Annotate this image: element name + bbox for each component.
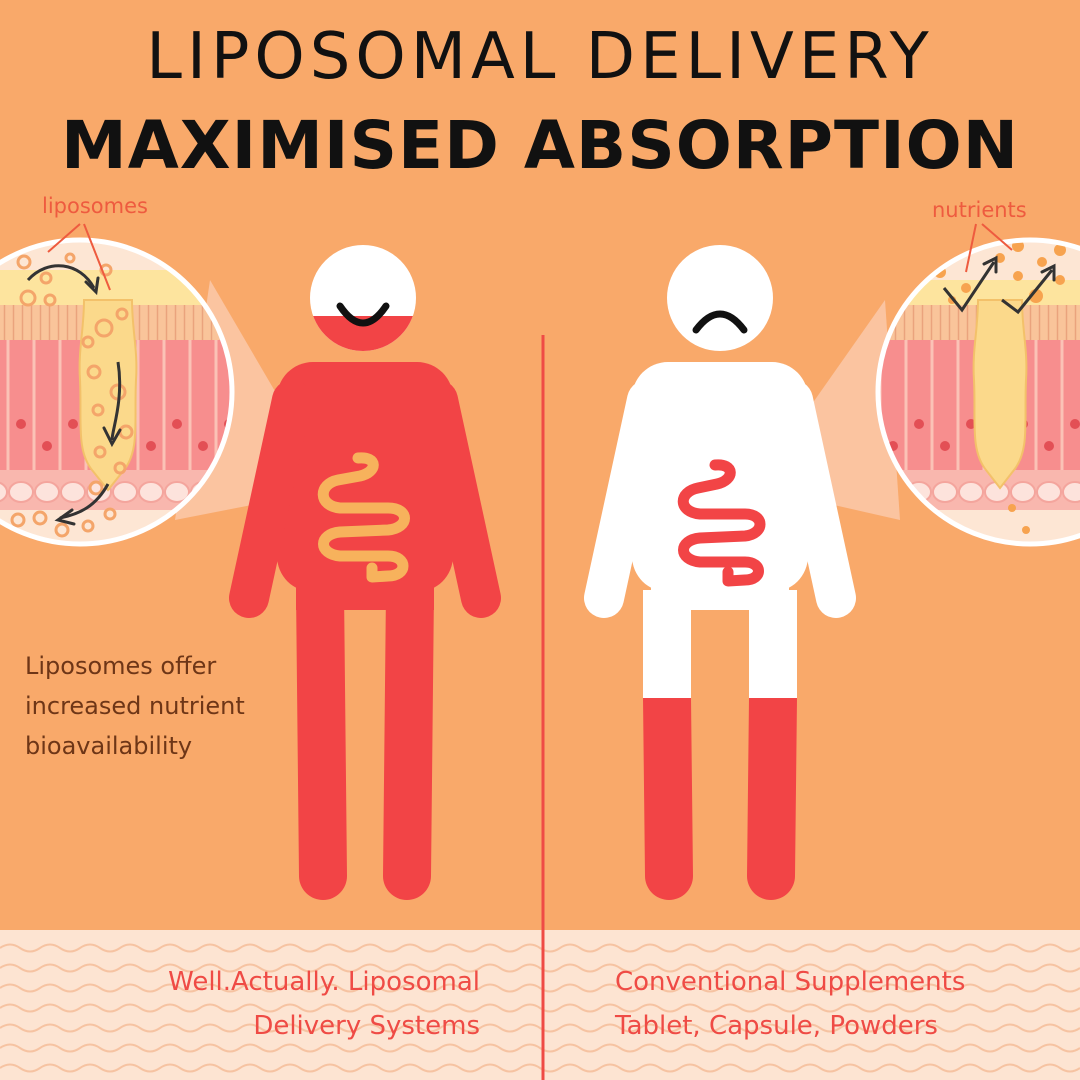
smile-icon	[336, 302, 390, 327]
description-line: bioavailability	[25, 732, 193, 760]
right-figure	[584, 245, 856, 900]
right-caption: Conventional Supplements Tablet, Capsule…	[615, 960, 1075, 1048]
liposomes-callout: liposomes	[42, 194, 148, 218]
left-intestine-icon	[317, 452, 410, 583]
left-figure	[229, 245, 501, 900]
right-caption-line: Conventional Supplements	[615, 967, 966, 997]
title-line-2: MAXIMISED ABSORPTION	[61, 107, 1019, 184]
right-intestine-icon	[677, 459, 766, 587]
description-line: Liposomes offer	[25, 652, 217, 680]
left-caption-line: Well.Actually. Liposomal	[168, 967, 480, 997]
right-caption-line: Tablet, Capsule, Powders	[615, 1011, 938, 1041]
left-caption-line: Delivery Systems	[253, 1011, 480, 1041]
title-line-1: LIPOSOMAL DELIVERY	[146, 20, 934, 94]
bottom-band	[0, 930, 1080, 1080]
frown-icon	[692, 310, 748, 334]
nutrients-callout: nutrients	[932, 198, 1027, 222]
description-line: increased nutrient	[25, 692, 245, 720]
right-magnifier	[875, 223, 1080, 547]
left-caption: Well.Actually. Liposomal Delivery System…	[60, 960, 480, 1048]
liposome-description: Liposomes offer increased nutrient bioav…	[25, 646, 325, 766]
